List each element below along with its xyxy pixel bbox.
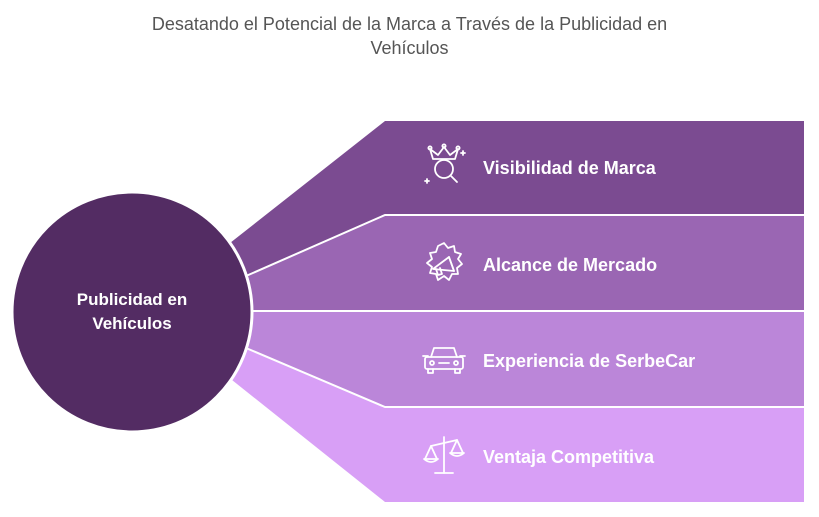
band-experiencia: [246, 311, 804, 407]
crown-magnifier-icon: [424, 143, 466, 184]
car-icon: [422, 347, 466, 374]
center-circle: [10, 190, 254, 434]
band-label-ventaja: Ventaja Competitiva: [483, 447, 655, 467]
title-line-1: Desatando el Potencial de la Marca a Tra…: [151, 14, 668, 34]
band-label-alcance: Alcance de Mercado: [483, 255, 658, 275]
band-label-experiencia: Experiencia de SerbeCar: [483, 351, 696, 371]
band-visibilidad: [230, 121, 804, 276]
balance-scale-icon: [423, 436, 465, 474]
band-separators: [245, 214, 804, 408]
center-label-line-1: Publicidad en: [76, 290, 188, 309]
band-label-visibilidad: Visibilidad de Marca: [483, 158, 656, 178]
band-ventaja: [232, 348, 804, 502]
center-label-line-2: Vehículos: [92, 314, 172, 333]
diagram-title: Desatando el Potencial de la Marca a Tra…: [0, 12, 819, 60]
center-label: Publicidad en Vehículos: [32, 288, 232, 336]
band-alcance: [246, 215, 804, 311]
title-line-2: Vehículos: [370, 38, 449, 58]
megaphone-badge-icon: [426, 242, 463, 281]
